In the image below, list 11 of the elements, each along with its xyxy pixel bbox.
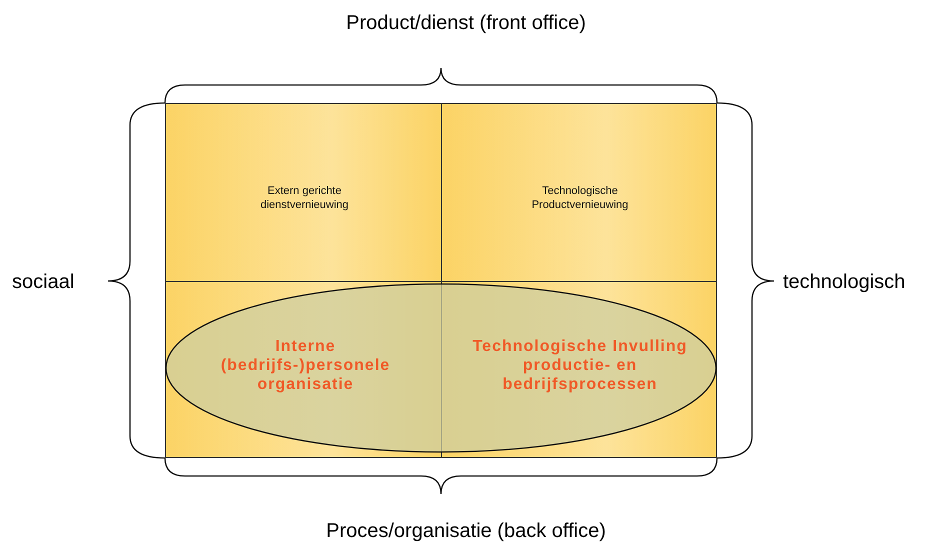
axis-label: Product/dienst (front office)	[346, 12, 586, 34]
quadrant-box	[441, 103, 717, 282]
highlight-ellipse	[165, 283, 717, 453]
axis-label: sociaal	[12, 271, 74, 293]
quadrant-label: Interne (bedrijfs-)personele organisatie	[220, 337, 392, 394]
quadrant-box	[165, 103, 442, 282]
axis-label: technologisch	[783, 271, 906, 293]
quadrant-label: Technologische Productvernieuwing	[530, 184, 630, 212]
axis-label: Proces/organisatie (back office)	[326, 520, 606, 542]
quadrant-label: Extern gerichte dienstvernieuwing	[259, 184, 350, 212]
quadrant-label: Technologische Invulling productie- en bedrijfsprocessen	[472, 337, 688, 394]
